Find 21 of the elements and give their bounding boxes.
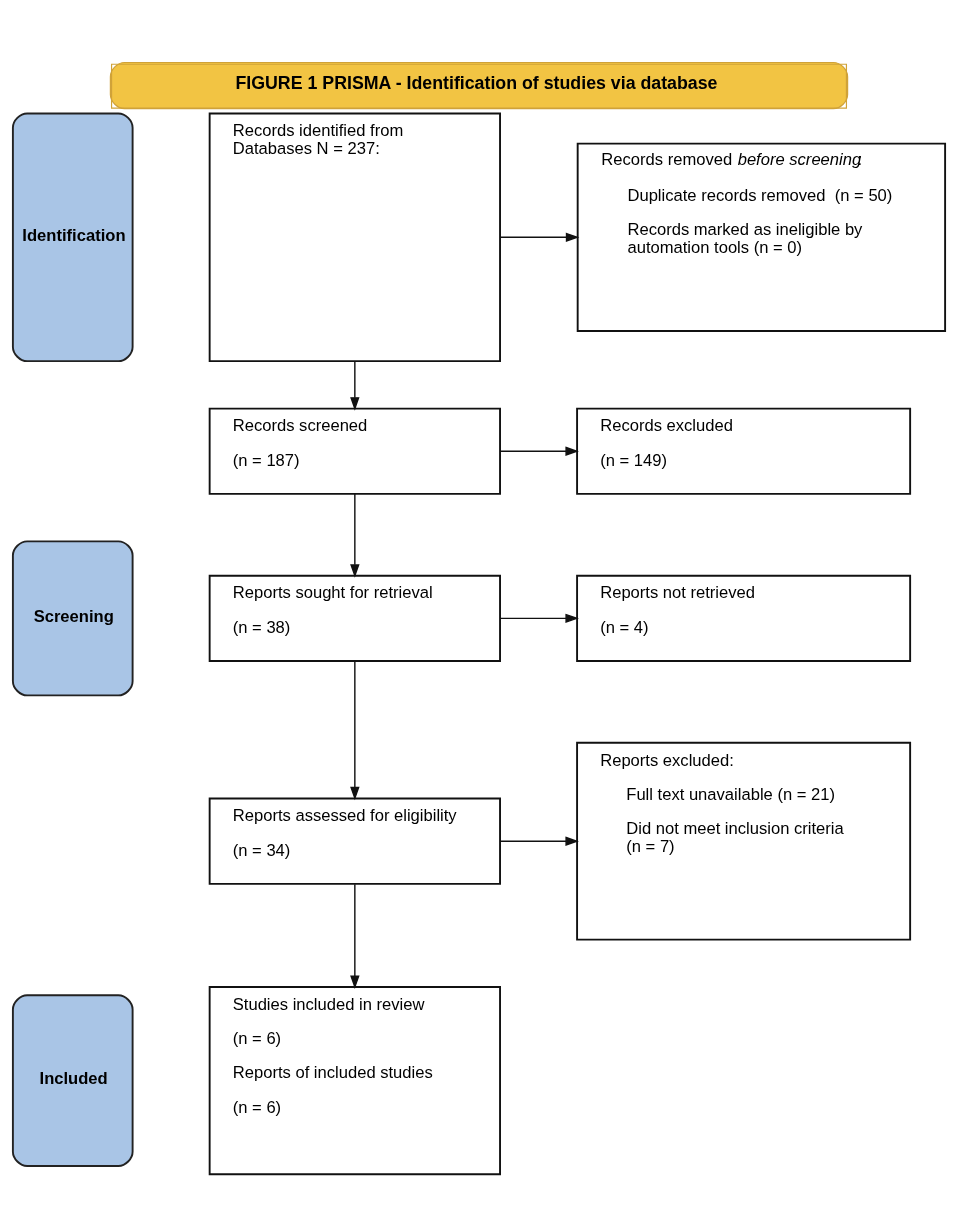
node-box: Reports assessed for eligibility (n = 34) [208, 797, 501, 885]
diagram-title: FIGURE 1 PRISMA - Identification of studies via database [235, 73, 718, 94]
node-box: Reports not retrieved (n = 4) [576, 574, 912, 662]
arrow [499, 446, 579, 456]
arrow [350, 493, 360, 578]
arrow [350, 660, 360, 801]
node-box: Records screened (n = 187) [208, 407, 501, 495]
node-box: Identification [11, 112, 134, 363]
node-box: Reports excluded: Full text unavailable (n = 21) Did not meet inclusion criteria (n = 7) [576, 741, 912, 941]
arrow [499, 836, 579, 846]
node-box: Studies included in review (n = 6) Reports of included studies (n = 6) [208, 986, 501, 1176]
arrow [350, 883, 360, 990]
node-box: Included [11, 994, 134, 1167]
node-box: Records removed before screening: Duplicate records removed (n = 50) Records marked as ineligible by automation tools (n = 0) [576, 142, 947, 332]
arrow [499, 613, 579, 624]
node-box: Records excluded (n = 149) [576, 407, 912, 495]
arrow [350, 360, 360, 411]
node-box: Reports sought for retrieval (n = 38) [208, 574, 501, 662]
node-box: Screening [11, 540, 134, 697]
arrow [499, 232, 580, 243]
node-box: Records identified from Databases N = 237: [208, 112, 501, 363]
